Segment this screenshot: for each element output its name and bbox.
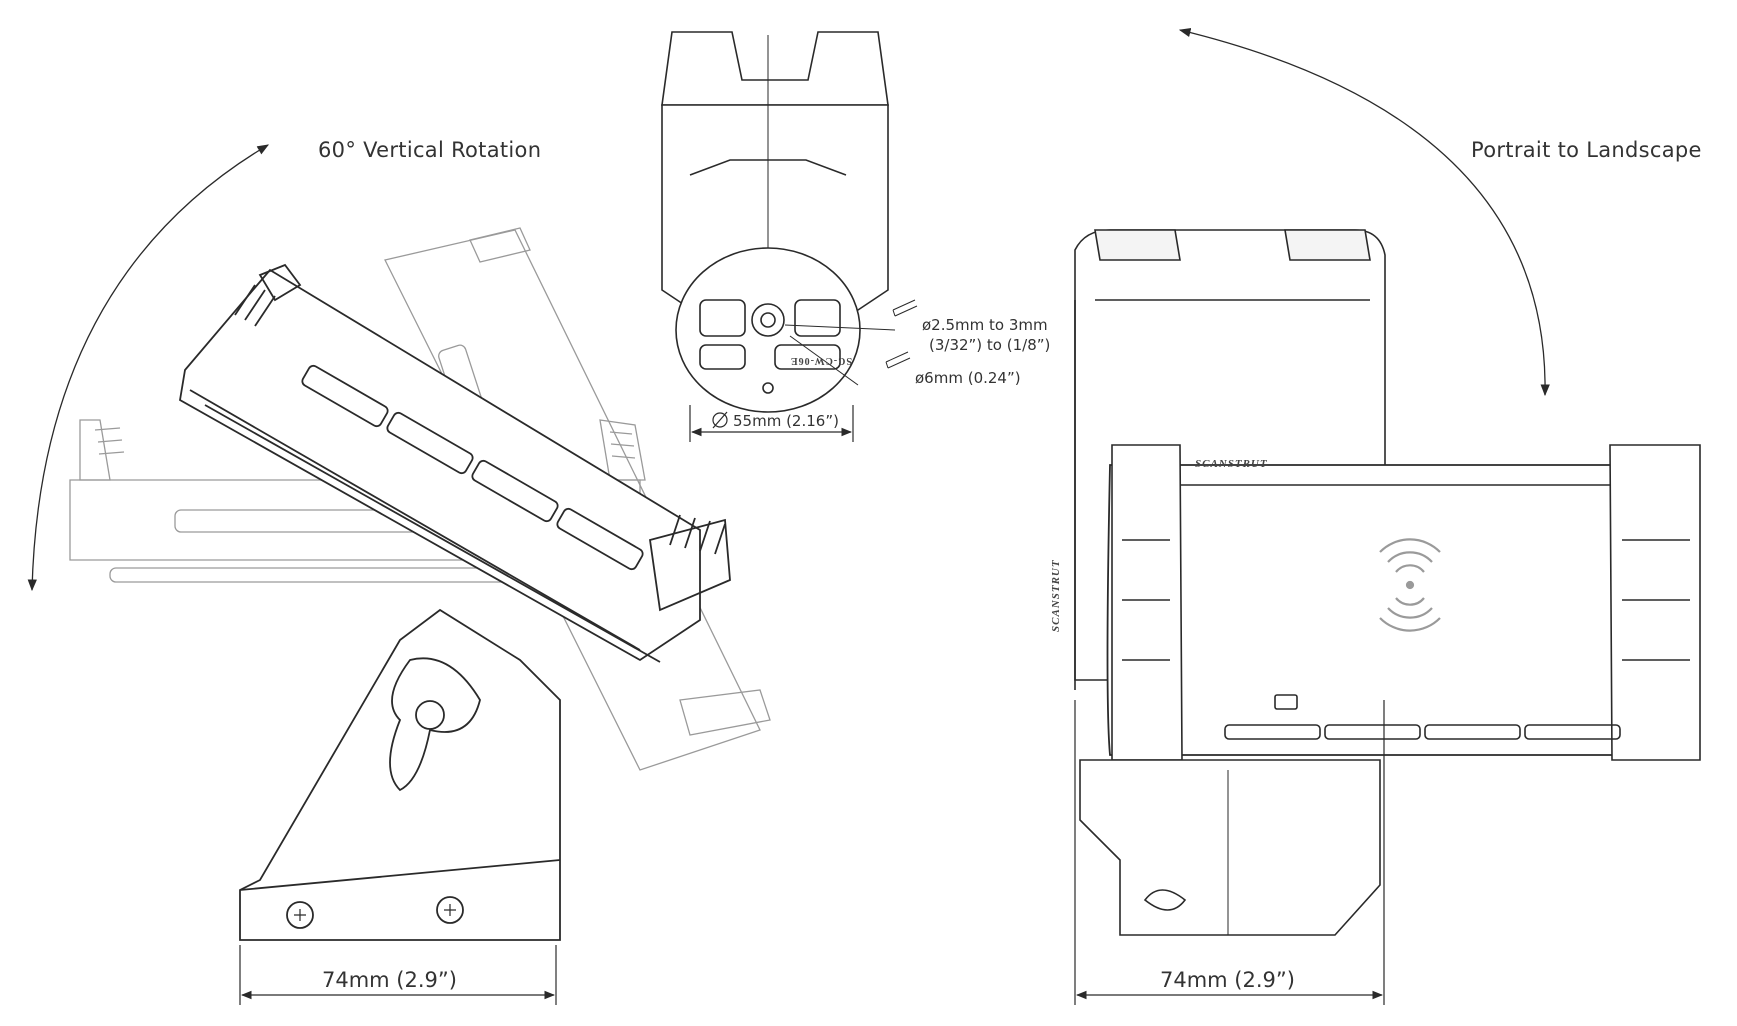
base-diameter-dimension-label: 55mm (2.16”) [733, 412, 839, 430]
left-base-pedestal [239, 608, 561, 941]
screw-hole-size-imperial-label: (3/32”) to (1/8”) [929, 336, 1051, 354]
right-front-view [1074, 27, 1701, 1005]
diameter-symbol-icon [712, 411, 728, 429]
wireless-charging-icon [1379, 538, 1441, 632]
portrait-landscape-label: Portrait to Landscape [1471, 138, 1702, 162]
right-width-dimension-label: 74mm (2.9”) [1160, 968, 1295, 992]
drill-bit-icon-2 [885, 351, 911, 369]
main-holder-tilted [179, 263, 731, 663]
base-underside-view [661, 31, 918, 442]
vertical-rotation-arc [27, 144, 270, 592]
drill-bit-icon [892, 299, 918, 317]
portrait-landscape-arc [1178, 27, 1550, 397]
left-side-view [27, 144, 771, 1005]
left-width-dimension-label: 74mm (2.9”) [322, 968, 457, 992]
brand-mark-side: SCANSTRUT [1050, 559, 1062, 632]
screw-hole-size-label: ø2.5mm to 3mm [922, 316, 1048, 334]
mount-hole-size-label: ø6mm (0.24”) [915, 369, 1021, 387]
center-screw-hole [751, 303, 785, 337]
base-screw-left [286, 901, 314, 929]
tension-knob [389, 657, 481, 792]
brand-mark-front: SCANSTRUT [1195, 458, 1268, 470]
base-screw-right [436, 896, 464, 924]
left-width-dimension [239, 945, 557, 1005]
model-mark-base: SC-CW-06E [790, 355, 852, 366]
round-mount-base [675, 247, 861, 413]
vertical-rotation-label: 60° Vertical Rotation [318, 138, 542, 162]
right-base-pedestal [1079, 759, 1381, 936]
